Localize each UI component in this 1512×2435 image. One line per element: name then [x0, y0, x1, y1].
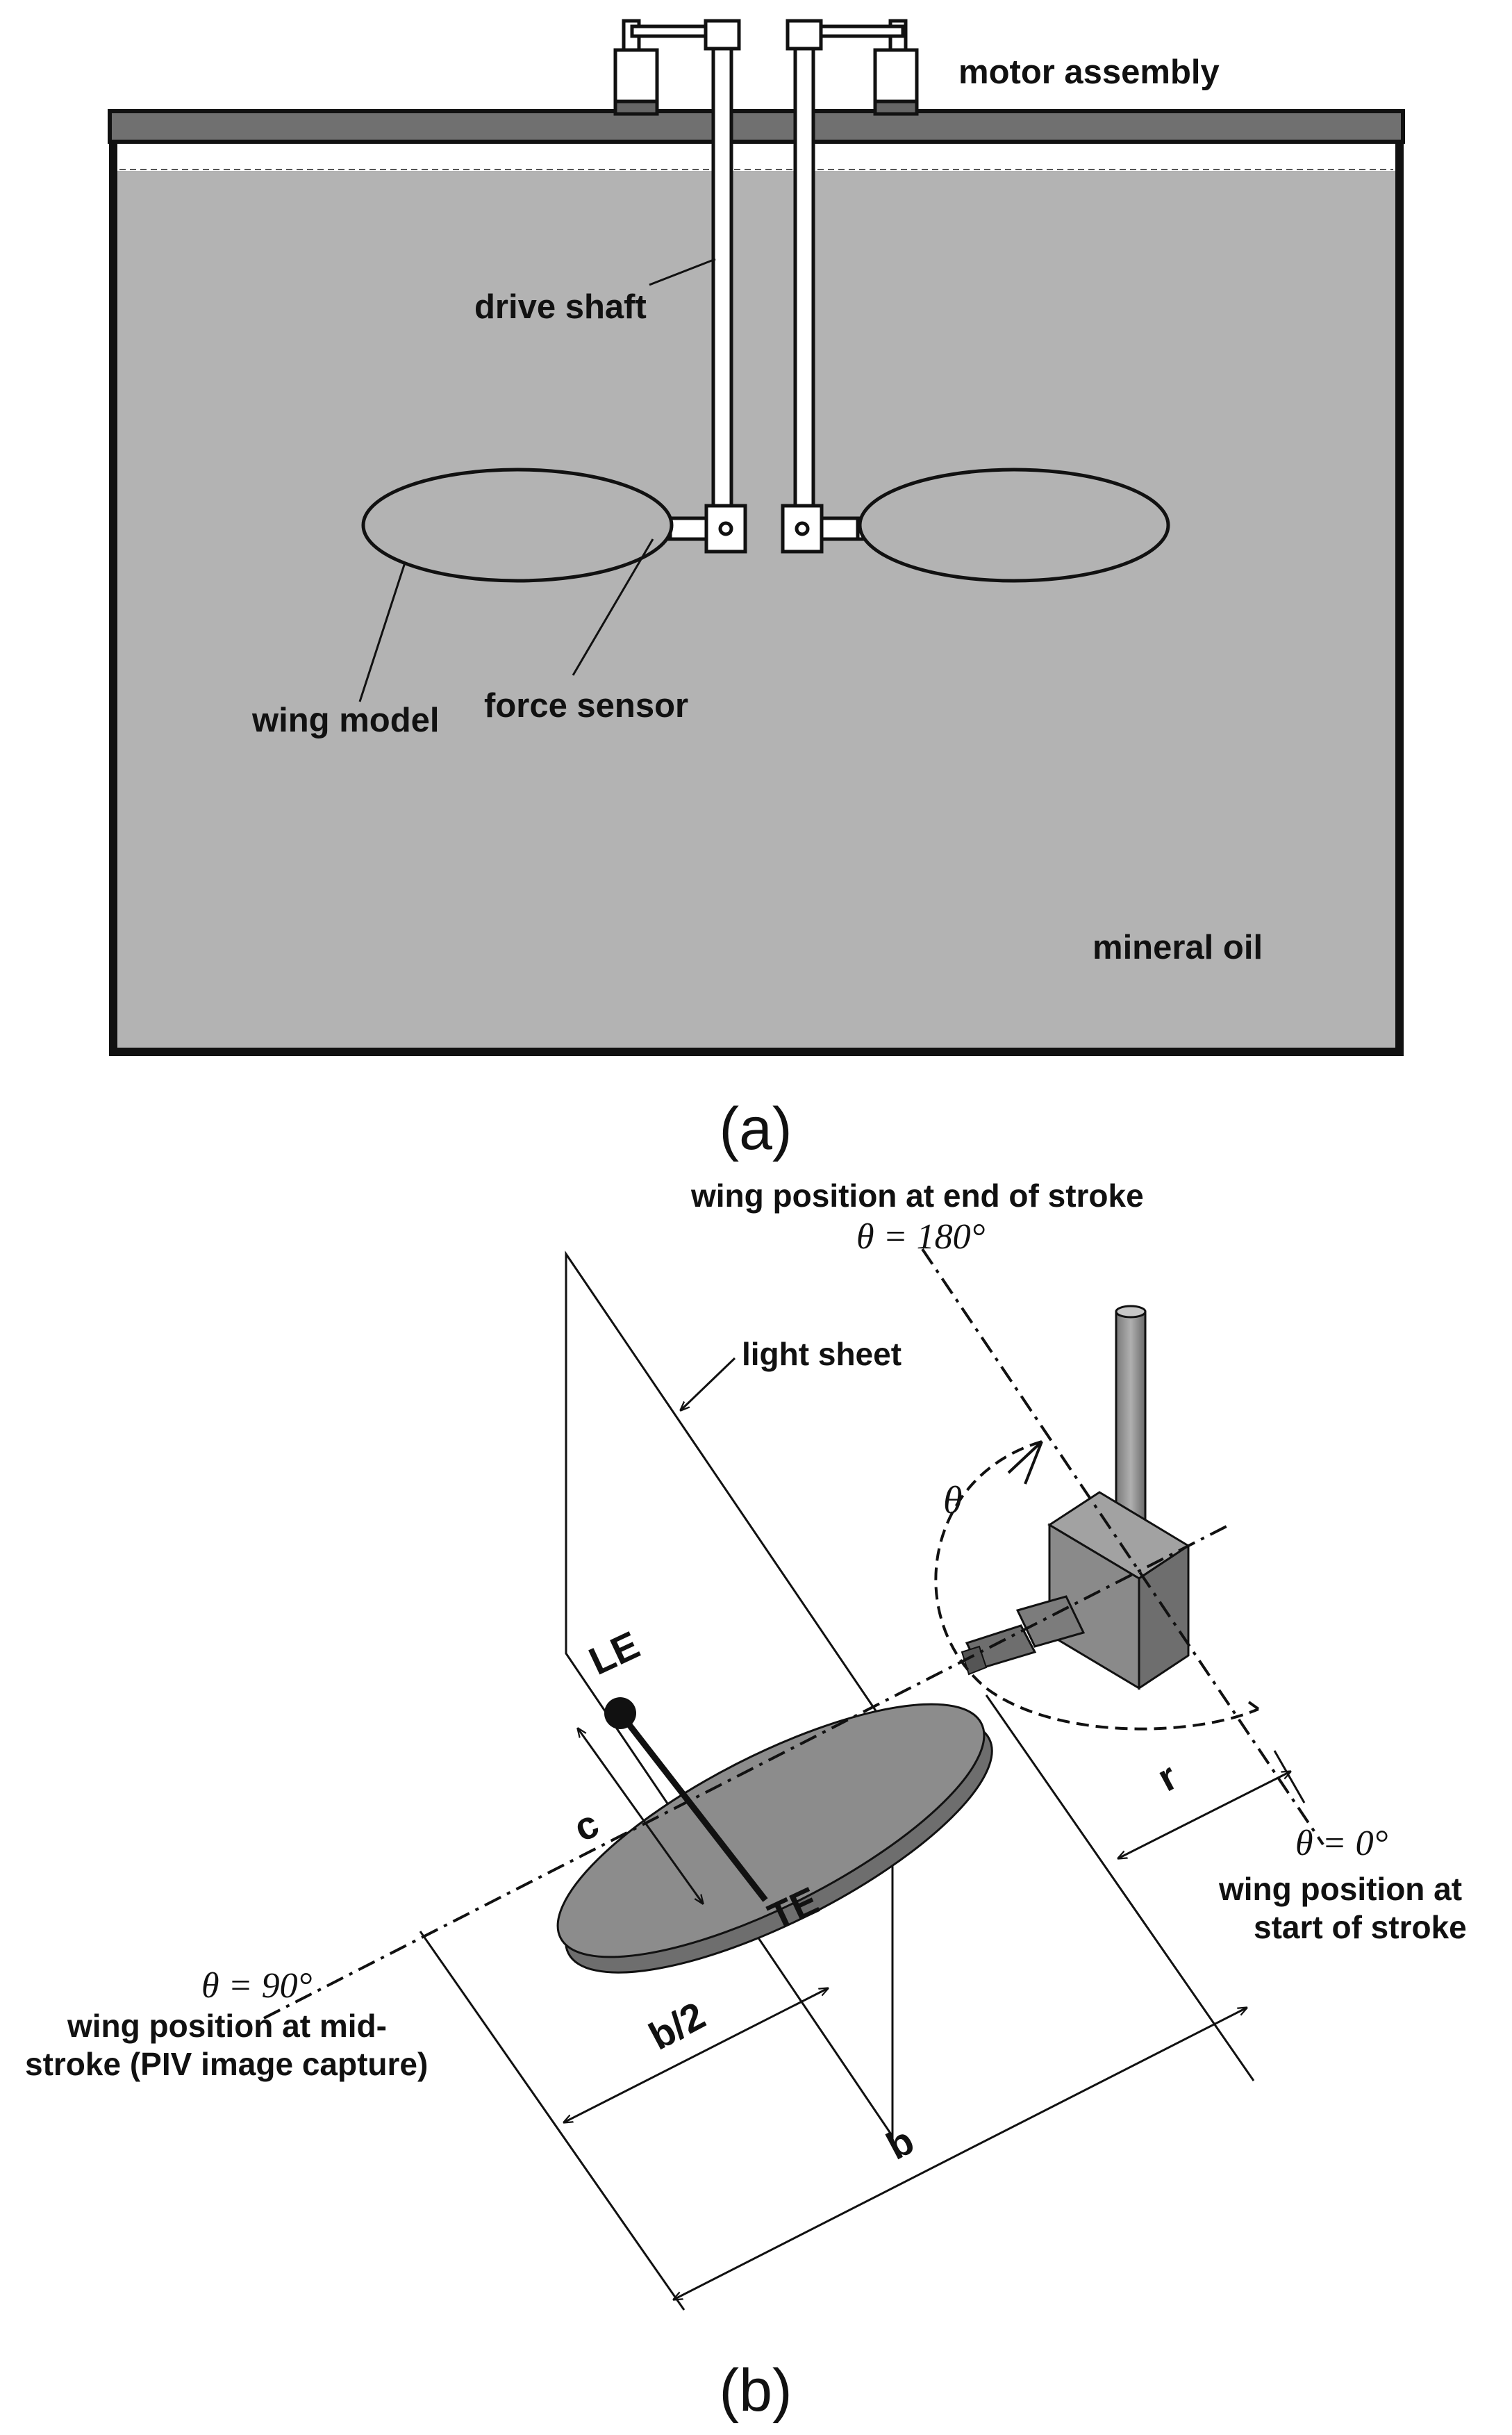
drive-shafts	[711, 47, 815, 513]
panel-b: wing position at end of stroke θ = 180° …	[25, 1178, 1467, 2424]
hub-assembly	[965, 1305, 1190, 1690]
label-force-sensor: force sensor	[484, 687, 688, 725]
panel-a: motor assembly drive shaft wing model fo…	[108, 19, 1405, 1162]
label-start-stroke-2: start of stroke	[1254, 1909, 1467, 1945]
label-le: LE	[582, 1623, 645, 1683]
label-light-sheet: light sheet	[742, 1336, 902, 1372]
tank-air-gap	[117, 142, 1395, 171]
motor-assembly	[613, 19, 919, 116]
dim-r	[1118, 1772, 1290, 1858]
reference-axes	[263, 1248, 1324, 2020]
label-theta: θ	[943, 1479, 963, 1522]
label-start-stroke-1: wing position at	[1218, 1871, 1462, 1907]
light-sheet	[565, 1250, 894, 2140]
wing-model-right	[858, 468, 1170, 583]
label-mid-stroke-1: wing position at mid-	[67, 2008, 387, 2044]
label-mineral-oil: mineral oil	[1093, 929, 1263, 966]
label-r: r	[1150, 1754, 1184, 1800]
label-b-half: b/2	[642, 1993, 712, 2058]
caption-a: (a)	[719, 1096, 792, 1162]
label-end-of-stroke: wing position at end of stroke	[690, 1178, 1144, 1214]
dim-c	[578, 1728, 703, 1904]
label-mid-stroke-2: stroke (PIV image capture)	[25, 2046, 428, 2082]
caption-b: (b)	[719, 2357, 792, 2424]
label-theta-180: θ = 180°	[856, 1217, 985, 1257]
label-b: b	[879, 2118, 921, 2168]
leading-edge-marker	[604, 1697, 636, 1729]
label-theta-90: θ = 90°	[201, 1966, 312, 2006]
label-drive-shaft: drive shaft	[474, 288, 647, 326]
dim-b	[674, 2008, 1247, 2300]
label-motor-assembly: motor assembly	[958, 53, 1220, 91]
label-c: c	[567, 1801, 605, 1850]
wing-model-left	[361, 468, 674, 583]
label-theta-0: θ = 0°	[1295, 1824, 1388, 1863]
leader-lines-a	[358, 258, 716, 702]
oil-tank	[109, 133, 1404, 1056]
label-wing-model: wing model	[251, 702, 440, 739]
tank-lid	[108, 109, 1405, 144]
light-sheet-leader	[681, 1357, 736, 1410]
theta-arc	[934, 1440, 1259, 1731]
theta-arc-arrowhead	[1007, 1440, 1043, 1485]
